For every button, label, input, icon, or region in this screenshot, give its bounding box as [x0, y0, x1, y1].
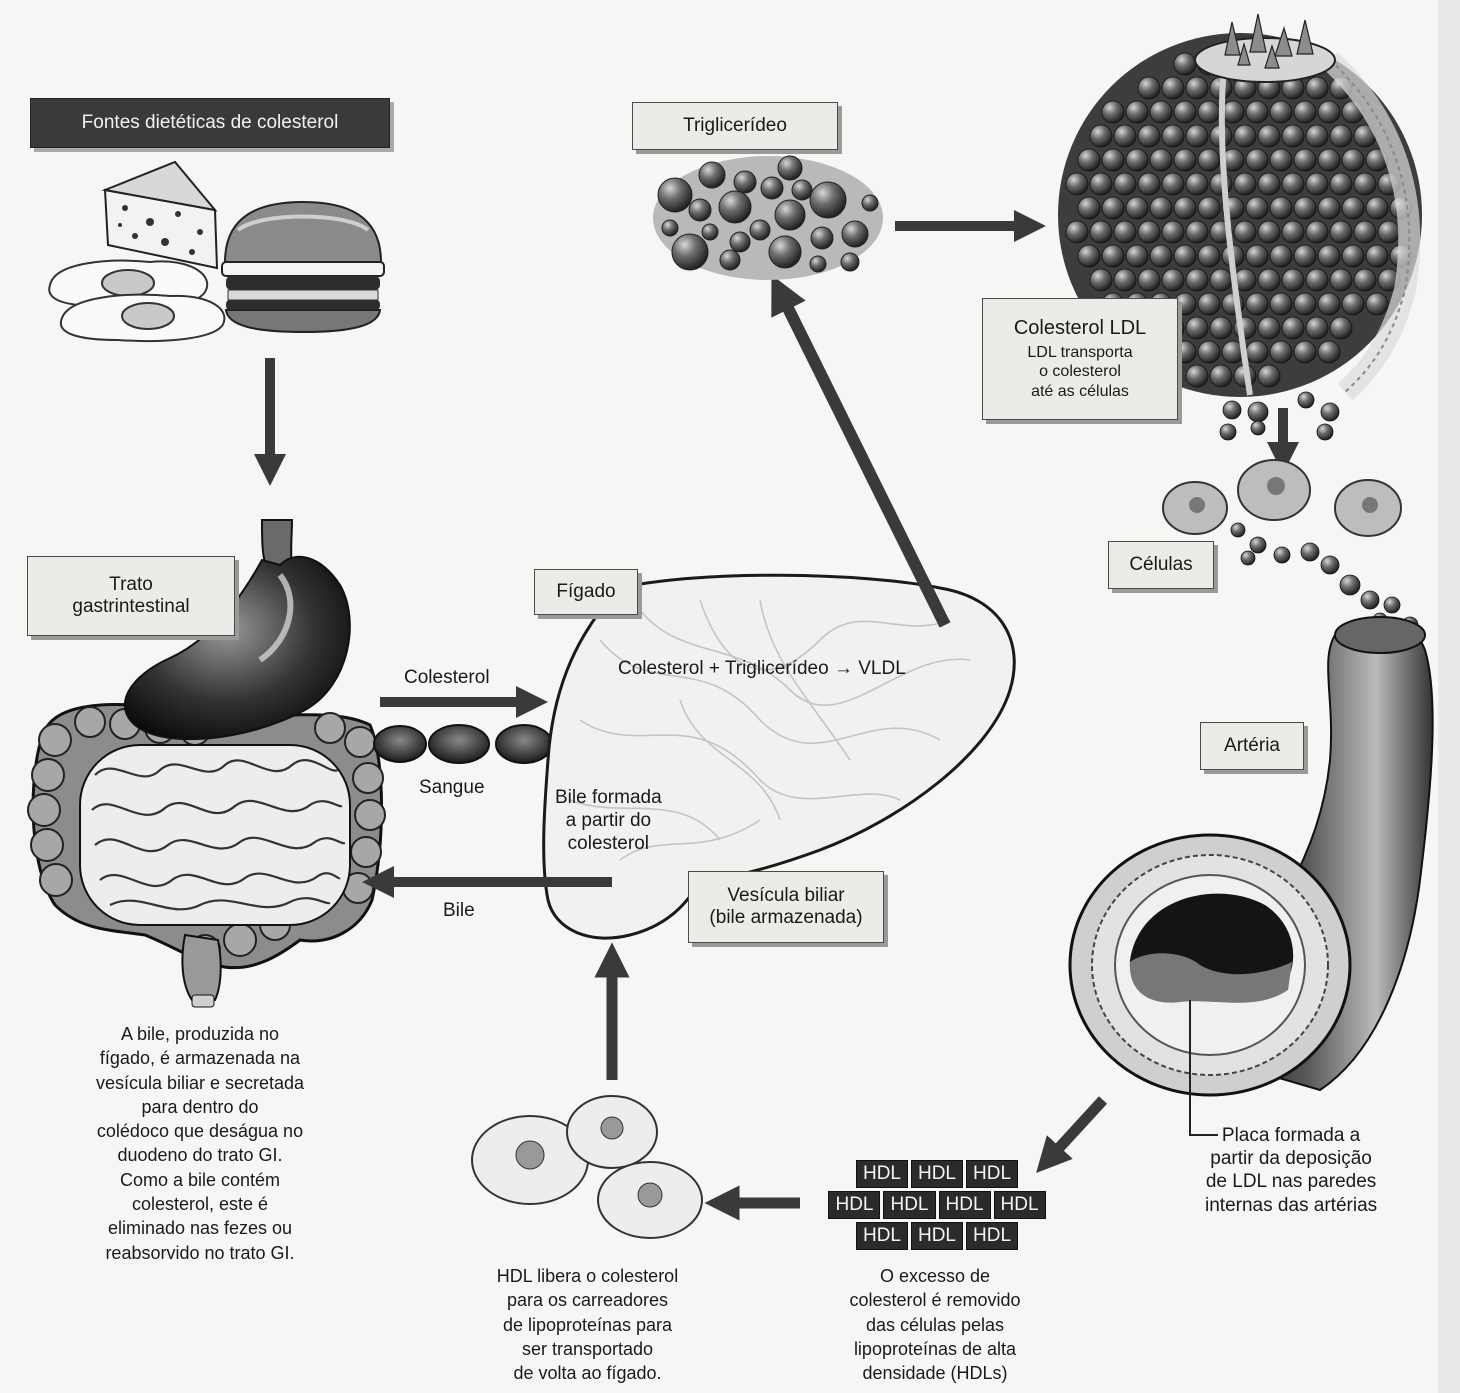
- liver-reaction-label: Colesterol + Triglicerídeo → VLDL: [618, 658, 906, 679]
- hdl-label: HDL: [938, 1191, 991, 1219]
- burger-icon: [221, 200, 385, 334]
- blood-cells-icon: [373, 724, 553, 764]
- hdl-label: HDL: [855, 1160, 908, 1188]
- artery-illustration: [1068, 616, 1434, 1136]
- arrow-artery-to-hdl: [1036, 1096, 1108, 1173]
- blood-label: Sangue: [419, 777, 485, 798]
- hdl-label: HDL: [993, 1191, 1046, 1219]
- ldl-box: Colesterol LDL LDL transporta o colester…: [982, 298, 1178, 420]
- cholesterol-arrow-label: Colesterol: [404, 667, 490, 688]
- dietary-sources-label: Fontes dietéticas de colesterol: [81, 112, 339, 134]
- liver-box: Fígado: [534, 569, 638, 615]
- gi-tract-illustration: [27, 519, 386, 1008]
- gallbladder-label: Vesícula biliar (bile armazenada): [709, 885, 863, 928]
- cells-label: Células: [1129, 554, 1193, 576]
- hdl-label: HDL: [910, 1222, 963, 1250]
- gi-tract-label: Trato gastrintestinal: [72, 574, 190, 617]
- hdl-label: HDL: [883, 1191, 936, 1219]
- hdl-label: HDL: [966, 1222, 1019, 1250]
- bile-paragraph: A bile, produzida no fígado, é armazenad…: [95, 1024, 305, 1263]
- artery-box: Artéria: [1200, 722, 1304, 770]
- hdl-label: HDL: [910, 1160, 963, 1188]
- bile-arrow-label: Bile: [443, 900, 475, 921]
- triglyceride-label: Triglicerídeo: [683, 115, 787, 137]
- hdl-label: HDL: [966, 1160, 1019, 1188]
- hdl-release-paragraph: HDL libera o colesterol para os carreado…: [496, 1266, 679, 1384]
- page-edge: [1438, 0, 1460, 1393]
- plaque-label: Placa formada a partir da deposição de L…: [1205, 1125, 1378, 1216]
- bile-formed-label: Bile formada a partir do colesterol: [555, 787, 662, 855]
- cheese-icon: [101, 160, 219, 270]
- dietary-sources-box: Fontes dietéticas de colesterol: [30, 98, 390, 148]
- hdl-removal-paragraph: O excesso de colesterol é removido das c…: [849, 1266, 1021, 1384]
- artery-label: Artéria: [1224, 735, 1280, 757]
- ldl-droplets-icon: [1219, 391, 1419, 634]
- hdl-label: HDL: [855, 1222, 908, 1250]
- eggs-icon: [48, 259, 226, 343]
- cells-box: Células: [1108, 541, 1214, 589]
- hdl-label: HDL: [828, 1191, 881, 1219]
- gi-tract-box: Trato gastrintestinal: [27, 556, 235, 636]
- arrow-liver-to-triglyceride: [771, 274, 951, 628]
- ldl-description: LDL transporta o colesterol até as célul…: [1027, 344, 1133, 400]
- cells-icon: [1162, 459, 1402, 537]
- hdl-cells-icon: [471, 1095, 703, 1239]
- gallbladder-box: Vesícula biliar (bile armazenada): [688, 871, 884, 943]
- liver-label: Fígado: [556, 581, 616, 603]
- triglyceride-box: Triglicerídeo: [632, 102, 838, 150]
- triglyceride-cluster-icon: [653, 155, 883, 280]
- ldl-title: Colesterol LDL: [1013, 317, 1147, 340]
